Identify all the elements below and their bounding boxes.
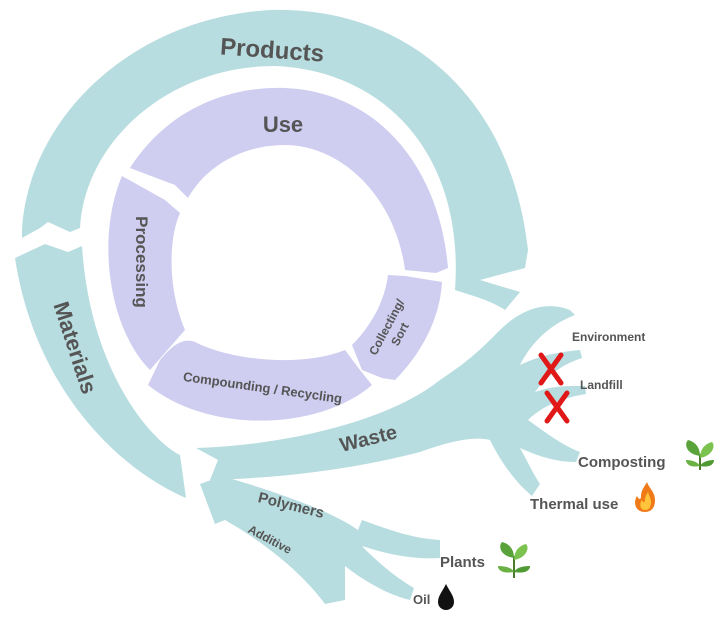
seedling-icon	[498, 542, 530, 578]
products-arc	[22, 9, 528, 310]
plants-label: Plants	[440, 554, 485, 571]
use-segment	[130, 87, 448, 274]
oil-drop-icon	[438, 584, 454, 610]
processing-segment	[108, 176, 185, 370]
red-cross-icon	[538, 352, 564, 386]
processing-label: Processing	[132, 216, 151, 308]
environment-label: Environment	[572, 330, 645, 344]
input-band	[200, 476, 440, 604]
landfill-label: Landfill	[580, 378, 623, 392]
waste-band	[196, 306, 586, 496]
use-label: Use	[263, 112, 303, 137]
compounding-segment	[148, 340, 372, 421]
flame-icon	[635, 482, 655, 512]
materials-arc	[15, 244, 186, 498]
seedling-icon	[686, 440, 714, 470]
red-cross-icon	[544, 390, 570, 424]
composting-label: Composting	[578, 454, 666, 471]
collecting-segment	[352, 275, 442, 380]
oil-label: Oil	[413, 592, 430, 607]
thermal-use-label: Thermal use	[530, 496, 618, 513]
